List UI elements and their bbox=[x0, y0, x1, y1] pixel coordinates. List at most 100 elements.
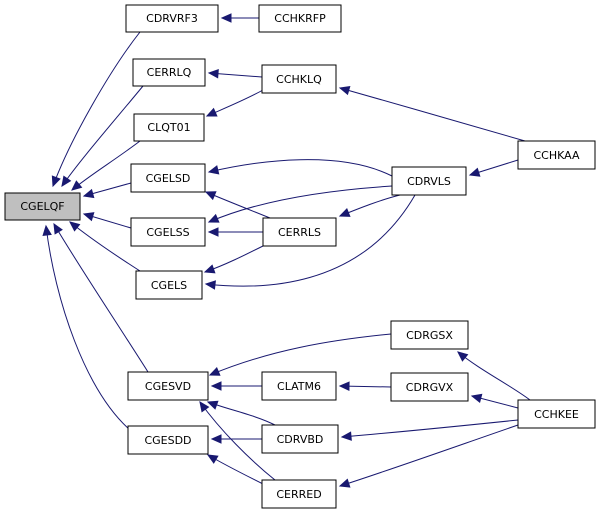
arrowhead-cchkaa-to-cchklq bbox=[338, 86, 351, 96]
node-cgelss-label: CGELSS bbox=[146, 226, 189, 239]
node-cchklq-label: CCHKLQ bbox=[276, 73, 322, 86]
node-cgelqf-label: CGELQF bbox=[20, 200, 64, 213]
node-cdrvrf3-label: CDRVRF3 bbox=[146, 12, 198, 25]
arrowhead-cgelsd-to-cgelqf bbox=[82, 188, 95, 199]
edge-line-cdrvls-to-cgelss bbox=[208, 185, 393, 223]
node-cgesdd-label: CGESDD bbox=[144, 434, 191, 447]
arrowhead-cchkaa-to-cdrvls bbox=[468, 167, 481, 177]
node-cchkee[interactable]: CCHKEE bbox=[517, 399, 596, 429]
node-cchklq[interactable]: CCHKLQ bbox=[261, 64, 337, 94]
node-cgesvd[interactable]: CGESVD bbox=[127, 371, 209, 401]
edge-cerrls-to-cgelsd bbox=[204, 191, 271, 219]
node-cgelsd-label: CGELSD bbox=[146, 172, 191, 185]
edge-clatm6-to-cgesvd bbox=[210, 381, 262, 391]
arrowhead-cdrgsx-to-cgesvd bbox=[208, 366, 221, 376]
node-cchklq-box bbox=[261, 64, 337, 94]
arrowhead-cerred-to-cgesdd bbox=[206, 454, 219, 464]
edge-cerred-to-cgesvd bbox=[199, 400, 276, 481]
edge-cchklq-to-clqt01 bbox=[205, 89, 264, 117]
node-cdrgvx[interactable]: CDRGVX bbox=[390, 372, 469, 402]
node-cerrlq[interactable]: CERRLQ bbox=[132, 58, 206, 87]
edge-line-cgesvd-to-cgelqf bbox=[53, 223, 149, 373]
node-cerred-label: CERRED bbox=[276, 488, 321, 501]
edge-cerrlq-to-cgelqf bbox=[61, 85, 144, 188]
arrowhead-cgels-to-cgelqf bbox=[69, 221, 81, 232]
node-clqt01[interactable]: CLQT01 bbox=[133, 113, 205, 142]
node-cgels-label: CGELS bbox=[151, 279, 187, 292]
arrowhead-cdrvls-to-cerrls bbox=[338, 208, 351, 217]
node-cchkrfp-box bbox=[258, 4, 342, 33]
arrowhead-cdrvrf3-to-cgelqf bbox=[51, 175, 61, 188]
arrowhead-cdrgvx-to-clatm6 bbox=[338, 381, 350, 391]
node-cgesvd-label: CGESVD bbox=[145, 380, 191, 393]
edge-line-cerred-to-cgesdd bbox=[207, 454, 266, 486]
node-cdrvbd-box bbox=[261, 424, 339, 454]
node-cerrls-label: CERRLS bbox=[278, 226, 321, 239]
edge-line-cdrvls-to-cerrls bbox=[339, 194, 401, 217]
node-cdrgsx[interactable]: CDRGSX bbox=[390, 320, 469, 350]
arrowhead-cerrls-to-cgelss bbox=[207, 227, 219, 237]
arrowhead-cchkee-to-cdrgsx bbox=[457, 351, 469, 362]
node-cdrvls-box bbox=[391, 166, 467, 196]
node-cdrgsx-label: CDRGSX bbox=[406, 329, 453, 342]
arrowhead-cchkee-to-cdrvbd bbox=[340, 431, 352, 441]
arrowhead-cdrvls-to-cgelsd bbox=[207, 165, 220, 175]
edge-line-cdrvls-to-cgelsd bbox=[208, 159, 393, 177]
edge-cchkaa-to-cdrvls bbox=[468, 159, 519, 177]
node-cdrgvx-label: CDRGVX bbox=[406, 381, 454, 394]
arrowhead-cdrvbd-to-cgesvd bbox=[206, 400, 219, 410]
node-cerrls-box bbox=[262, 217, 337, 247]
edge-cdrvls-to-cgelss bbox=[207, 185, 393, 223]
node-cgelss[interactable]: CGELSS bbox=[130, 217, 206, 247]
node-cdrvls[interactable]: CDRVLS bbox=[391, 166, 467, 196]
node-cchkrfp-label: CCHKRFP bbox=[274, 12, 326, 25]
node-cdrvrf3-box bbox=[125, 4, 219, 33]
node-cgelsd[interactable]: CGELSD bbox=[130, 163, 206, 193]
node-cgelqf-box bbox=[4, 192, 81, 221]
node-cdrvrf3[interactable]: CDRVRF3 bbox=[125, 4, 219, 33]
node-cchkaa-box bbox=[517, 140, 596, 170]
node-cgels[interactable]: CGELS bbox=[135, 270, 203, 300]
arrowhead-cchkrfp-to-cdrvrf3 bbox=[220, 13, 232, 23]
edge-line-cchkee-to-cerred bbox=[339, 424, 519, 487]
edge-cgelsd-to-cgelqf bbox=[82, 182, 132, 199]
node-cerrlq-label: CERRLQ bbox=[147, 66, 192, 79]
node-cerrls[interactable]: CERRLS bbox=[262, 217, 337, 247]
edge-line-cchkee-to-cdrgsx bbox=[457, 351, 531, 401]
node-cerred[interactable]: CERRED bbox=[261, 479, 337, 509]
edge-clqt01-to-cgelqf bbox=[71, 140, 141, 191]
arrowhead-cdrvls-to-cgelss bbox=[207, 213, 220, 223]
node-cerrlq-box bbox=[132, 58, 206, 87]
node-cchkrfp[interactable]: CCHKRFP bbox=[258, 4, 342, 33]
arrowhead-cgelss-to-cgelqf bbox=[82, 212, 95, 222]
arrowhead-cerrlq-to-cgelqf bbox=[61, 175, 72, 188]
node-clqt01-box bbox=[133, 113, 205, 142]
arrowhead-cchklq-to-cerrlq bbox=[207, 68, 219, 79]
node-clatm6-box bbox=[261, 371, 337, 401]
node-cchkaa[interactable]: CCHKAA bbox=[517, 140, 596, 170]
edge-cdrvls-to-cerrls bbox=[338, 194, 401, 217]
edge-cdrvls-to-cgelsd bbox=[207, 159, 393, 177]
edge-line-cchkee-to-cdrvbd bbox=[341, 419, 519, 438]
edge-line-cerred-to-cgesvd bbox=[199, 401, 276, 481]
arrowhead-cerred-to-cgesvd bbox=[199, 400, 210, 413]
node-cchkee-box bbox=[517, 399, 596, 429]
edge-cchkrfp-to-cdrvrf3 bbox=[220, 13, 259, 23]
node-cdrvbd-label: CDRVBD bbox=[277, 433, 324, 446]
node-cdrvbd[interactable]: CDRVBD bbox=[261, 424, 339, 454]
edge-line-cgesdd-to-cgelqf bbox=[45, 225, 131, 431]
node-cgelsd-box bbox=[130, 163, 206, 193]
node-cgelqf[interactable]: CGELQF bbox=[4, 192, 81, 221]
edges-layer bbox=[42, 13, 531, 488]
edge-cdrgsx-to-cgesvd bbox=[208, 333, 392, 376]
edge-cerrls-to-cgels bbox=[203, 244, 266, 274]
edge-line-cgels-to-cgelqf bbox=[69, 221, 141, 272]
edge-cdrvbd-to-cgesdd bbox=[210, 434, 262, 444]
arrowhead-cgesdd-to-cgelqf bbox=[42, 224, 52, 237]
node-cgesdd[interactable]: CGESDD bbox=[127, 425, 209, 455]
edge-line-clqt01-to-cgelqf bbox=[71, 140, 141, 191]
edge-line-cdrvbd-to-cgesvd bbox=[207, 401, 276, 426]
node-cdrvls-label: CDRVLS bbox=[407, 175, 451, 188]
node-clatm6[interactable]: CLATM6 bbox=[261, 371, 337, 401]
